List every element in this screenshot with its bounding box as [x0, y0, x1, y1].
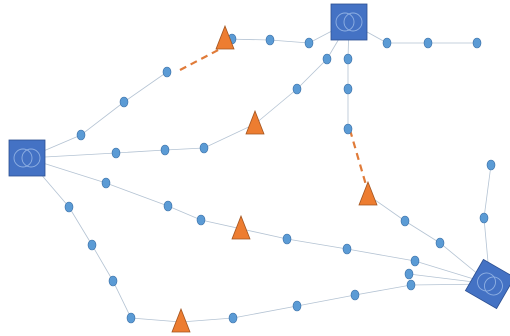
waypoint-dot[interactable] — [292, 300, 302, 312]
junction-triangle-middle-right[interactable] — [358, 180, 378, 206]
edge-top-hub-to-right — [348, 21, 477, 44]
waypoint-dot[interactable] — [382, 37, 392, 49]
waypoint-dot[interactable] — [111, 147, 121, 159]
edge-layer — [26, 21, 492, 323]
waypoint-dot[interactable] — [160, 144, 170, 156]
edge-top-hub-to-upper-junction — [254, 21, 350, 125]
waypoint-dot[interactable] — [410, 255, 420, 267]
hub-square — [464, 258, 510, 310]
waypoint-dot[interactable] — [343, 83, 353, 95]
waypoint-dot[interactable] — [435, 237, 445, 249]
waypoint-dot[interactable] — [199, 142, 209, 154]
waypoint-dot[interactable] — [163, 200, 173, 212]
junction-triangle-center[interactable] — [231, 214, 251, 240]
waypoint-dot[interactable] — [486, 159, 496, 171]
dashed-edge-to-top-junction — [179, 47, 223, 71]
edge-left-hub-to-bottom-junction — [26, 157, 182, 323]
dashed-edge-to-right-junction — [348, 129, 368, 186]
interlocking-rings-icon — [13, 148, 41, 168]
edge-bottom-junction-to-bottom-hub — [180, 283, 491, 323]
waypoint-dot[interactable] — [343, 53, 353, 65]
hub-node-left[interactable] — [8, 139, 46, 177]
waypoint-dot[interactable] — [423, 37, 433, 49]
edge-top-junction-to-top-hub — [224, 21, 350, 44]
waypoint-dot[interactable] — [87, 239, 97, 251]
waypoint-dot[interactable] — [342, 243, 352, 255]
waypoint-dot[interactable] — [472, 37, 482, 49]
waypoint-dot[interactable] — [265, 34, 275, 46]
junction-triangle-top[interactable] — [215, 24, 235, 50]
edge-top-hub-to-right-junction — [347, 21, 350, 129]
waypoint-dot[interactable] — [126, 312, 136, 324]
waypoint-dot[interactable] — [292, 83, 302, 95]
junction-triangle-bottom[interactable] — [171, 307, 191, 333]
interlocking-rings-icon — [335, 12, 363, 32]
hub-square — [8, 139, 46, 177]
waypoint-dot[interactable] — [108, 275, 118, 287]
hub-square — [330, 3, 368, 41]
interlocking-rings-icon — [477, 272, 503, 296]
waypoint-dot[interactable] — [479, 212, 489, 224]
waypoint-dot[interactable] — [64, 201, 74, 213]
waypoint-dot[interactable] — [322, 53, 332, 65]
edge-left-hub-to-bottom-hub — [26, 157, 491, 285]
junction-triangle-middle-upper[interactable] — [245, 109, 265, 135]
edge-right-junction-to-bottom-hub — [367, 194, 491, 285]
waypoint-dot[interactable] — [76, 129, 86, 141]
waypoint-dot[interactable] — [282, 233, 292, 245]
waypoint-dot[interactable] — [196, 214, 206, 226]
edge-left-hub-to-top-junction — [26, 71, 168, 159]
hub-node-top[interactable] — [330, 3, 368, 41]
waypoint-dot[interactable] — [350, 289, 360, 301]
waypoint-dot[interactable] — [400, 215, 410, 227]
waypoint-dot[interactable] — [406, 279, 416, 291]
edge-left-hub-to-upper-junction — [26, 123, 256, 159]
waypoint-dot[interactable] — [101, 177, 111, 189]
hub-node-bottom-right[interactable] — [464, 258, 510, 310]
waypoint-dot[interactable] — [228, 312, 238, 324]
waypoint-dot[interactable] — [343, 123, 353, 135]
waypoint-dot[interactable] — [119, 96, 129, 108]
waypoint-dot[interactable] — [404, 268, 414, 280]
node-layer — [8, 3, 510, 333]
waypoint-dot[interactable] — [162, 66, 172, 78]
waypoint-dot[interactable] — [304, 37, 314, 49]
